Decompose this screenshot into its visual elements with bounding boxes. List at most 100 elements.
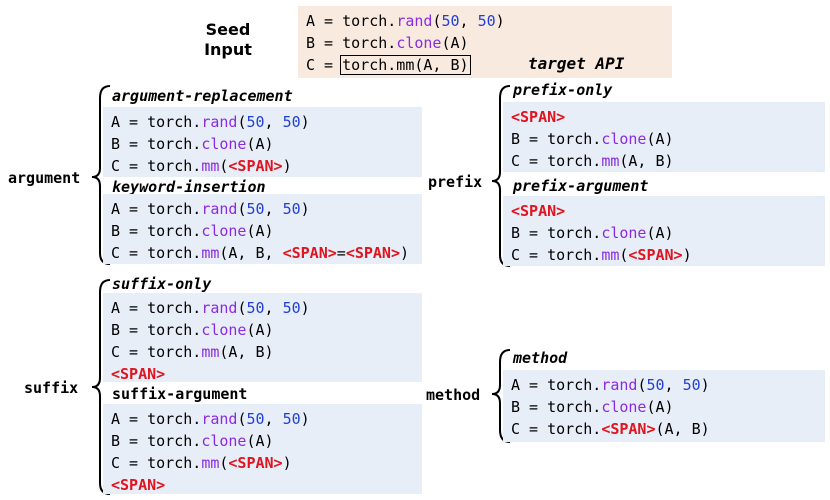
code-number: 50: [282, 299, 301, 317]
code-line: C = torch.<SPAN>(A, B): [511, 418, 817, 440]
title-suffix-argument: suffix-argument: [112, 385, 248, 403]
code-line: B = torch.clone(A): [111, 430, 414, 452]
code-prefix-argument: <SPAN>B = torch.clone(A)C = torch.mm(<SP…: [503, 196, 825, 266]
seed-input-label: Seed Input: [183, 20, 273, 60]
code-text: (: [237, 200, 247, 218]
code-line: C = torch.mm(<SPAN>): [111, 155, 414, 177]
code-text: (A): [246, 135, 274, 153]
code-text: ): [495, 12, 505, 30]
code-function-name: clone: [601, 130, 647, 148]
code-text: ): [300, 200, 310, 218]
code-suffix-only: A = torch.rand(50, 50)B = torch.clone(A)…: [103, 293, 422, 383]
category-argument: argument: [8, 169, 81, 187]
code-text: C = torch.: [111, 244, 202, 262]
seed-label-line2: Input: [204, 40, 252, 59]
code-line: C = torch.mm(A, B): [511, 150, 817, 172]
code-line: C = torch.mm(<SPAN>): [511, 244, 817, 266]
code-argument-replacement: A = torch.rand(50, 50)B = torch.clone(A)…: [103, 107, 422, 177]
code-function-name: mm: [601, 152, 620, 170]
code-line: <SPAN>: [511, 200, 817, 222]
code-function-name: clone: [201, 222, 247, 240]
code-text: B = torch.: [306, 34, 397, 52]
span-placeholder: <SPAN>: [228, 157, 283, 175]
code-line: B = torch.clone(A): [511, 128, 817, 150]
code-line: A = torch.rand(50, 50): [306, 10, 664, 32]
code-text: B = torch.: [111, 432, 202, 450]
seed-label-line1: Seed: [205, 20, 251, 39]
code-text: (A, B,: [219, 244, 283, 262]
title-argument-replacement: argument-replacement: [112, 87, 293, 105]
code-line: B = torch.clone(A): [111, 133, 414, 155]
code-text: (: [237, 410, 247, 428]
code-text: B = torch.: [111, 222, 202, 240]
code-function-name: clone: [396, 34, 442, 52]
code-function-name: rand: [601, 376, 638, 394]
code-line: A = torch.rand(50, 50): [111, 408, 414, 430]
code-text: B = torch.: [511, 224, 602, 242]
code-line: <SPAN>: [111, 474, 414, 496]
code-text: ,: [264, 299, 283, 317]
code-line: A = torch.rand(50, 50): [111, 297, 414, 319]
code-text: B = torch.: [511, 130, 602, 148]
code-function-name: mm: [601, 246, 620, 264]
code-keyword-insertion: A = torch.rand(50, 50)B = torch.clone(A)…: [103, 194, 422, 264]
code-text: ): [700, 376, 710, 394]
code-suffix-argument: A = torch.rand(50, 50)B = torch.clone(A)…: [103, 404, 422, 494]
span-placeholder: <SPAN>: [111, 365, 166, 383]
code-text: (: [237, 299, 247, 317]
code-number: 50: [246, 113, 265, 131]
code-text: C = torch.: [111, 343, 202, 361]
code-text: ,: [264, 410, 283, 428]
code-text: ): [282, 454, 292, 472]
code-text: (A): [646, 130, 674, 148]
code-text: C = torch.: [511, 152, 602, 170]
span-placeholder: <SPAN>: [282, 244, 337, 262]
code-number: 50: [246, 200, 265, 218]
code-function-name: mm: [201, 244, 220, 262]
code-text: A = torch.: [111, 410, 202, 428]
code-function-name: clone: [601, 398, 647, 416]
code-line: C = torch.mm(A, B, <SPAN>=<SPAN>): [111, 242, 414, 264]
code-text: (A): [441, 34, 469, 52]
code-line: B = torch.clone(A): [111, 319, 414, 341]
code-text: A = torch.: [111, 299, 202, 317]
code-text: C = torch.: [111, 454, 202, 472]
category-method: method: [426, 386, 481, 404]
title-suffix-only: suffix-only: [112, 275, 212, 293]
code-line: A = torch.rand(50, 50): [111, 111, 414, 133]
code-number: 50: [282, 200, 301, 218]
code-number: 50: [682, 376, 701, 394]
prefix-brace: [491, 85, 511, 267]
code-line: C = torch.mm(A, B): [306, 54, 664, 76]
code-number: 50: [282, 410, 301, 428]
code-text: C = torch.: [111, 157, 202, 175]
code-text: ,: [459, 12, 478, 30]
code-text: (A, B): [619, 152, 674, 170]
code-text: (: [237, 113, 247, 131]
code-text: A = torch.: [111, 113, 202, 131]
code-text: =: [336, 244, 346, 262]
code-line: B = torch.clone(A): [111, 220, 414, 242]
code-text: ,: [264, 113, 283, 131]
code-text: C =: [306, 56, 343, 74]
code-number: 50: [246, 410, 265, 428]
code-text: (A): [246, 432, 274, 450]
span-placeholder: <SPAN>: [511, 202, 566, 220]
code-method: A = torch.rand(50, 50)B = torch.clone(A)…: [503, 370, 825, 442]
code-function-name: rand: [201, 410, 238, 428]
code-function-name: rand: [396, 12, 433, 30]
code-number: 50: [282, 113, 301, 131]
code-text: (A): [646, 224, 674, 242]
code-text: (A): [246, 321, 274, 339]
code-function-name: mm: [201, 454, 220, 472]
code-text: ,: [264, 200, 283, 218]
code-text: A = torch.: [111, 200, 202, 218]
code-number: 50: [477, 12, 496, 30]
code-prefix-only: <SPAN>B = torch.clone(A)C = torch.mm(A, …: [503, 102, 825, 172]
code-function-name: rand: [201, 113, 238, 131]
category-suffix: suffix: [24, 379, 79, 397]
code-function-name: clone: [201, 321, 247, 339]
code-function-name: clone: [201, 135, 247, 153]
code-text: ): [300, 113, 310, 131]
code-function-name: mm: [201, 343, 220, 361]
